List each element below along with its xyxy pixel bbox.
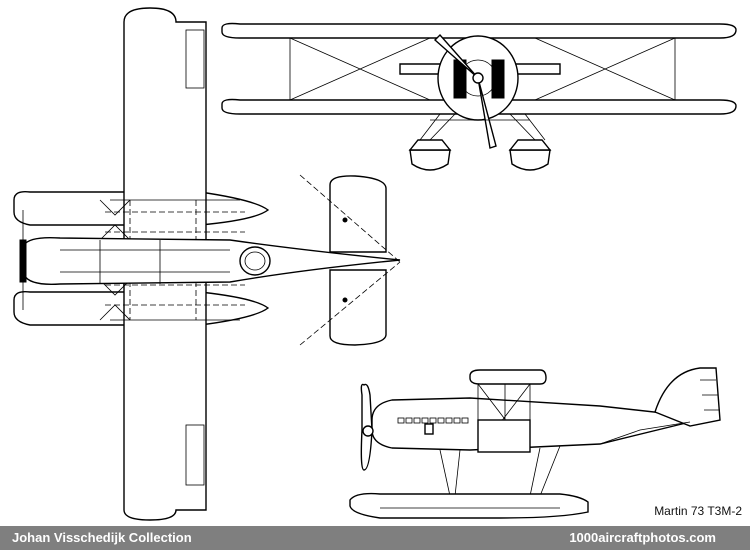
plan-view-tailplane	[329, 175, 387, 253]
aircraft-caption: Martin 73 T3M-2	[654, 504, 742, 518]
three-view-drawing	[13, 7, 737, 521]
front-view-float-right	[509, 149, 551, 171]
side-view	[349, 367, 721, 519]
plan-view	[13, 7, 401, 521]
side-view-fuselage	[371, 397, 691, 451]
side-view-float	[349, 492, 589, 519]
front-view	[221, 22, 737, 171]
front-view-upper-wing	[221, 22, 737, 39]
side-view-upper-wing	[469, 369, 547, 385]
front-view-float-left	[409, 149, 451, 171]
side-view-fin-rudder	[654, 367, 721, 427]
footer-bar: Johan Visschedijk Collection 1000aircraf…	[0, 526, 750, 550]
site-credit[interactable]: 1000aircraftphotos.com	[569, 530, 716, 545]
plan-view-fuselage	[23, 236, 401, 285]
collection-credit: Johan Visschedijk Collection	[12, 530, 192, 545]
